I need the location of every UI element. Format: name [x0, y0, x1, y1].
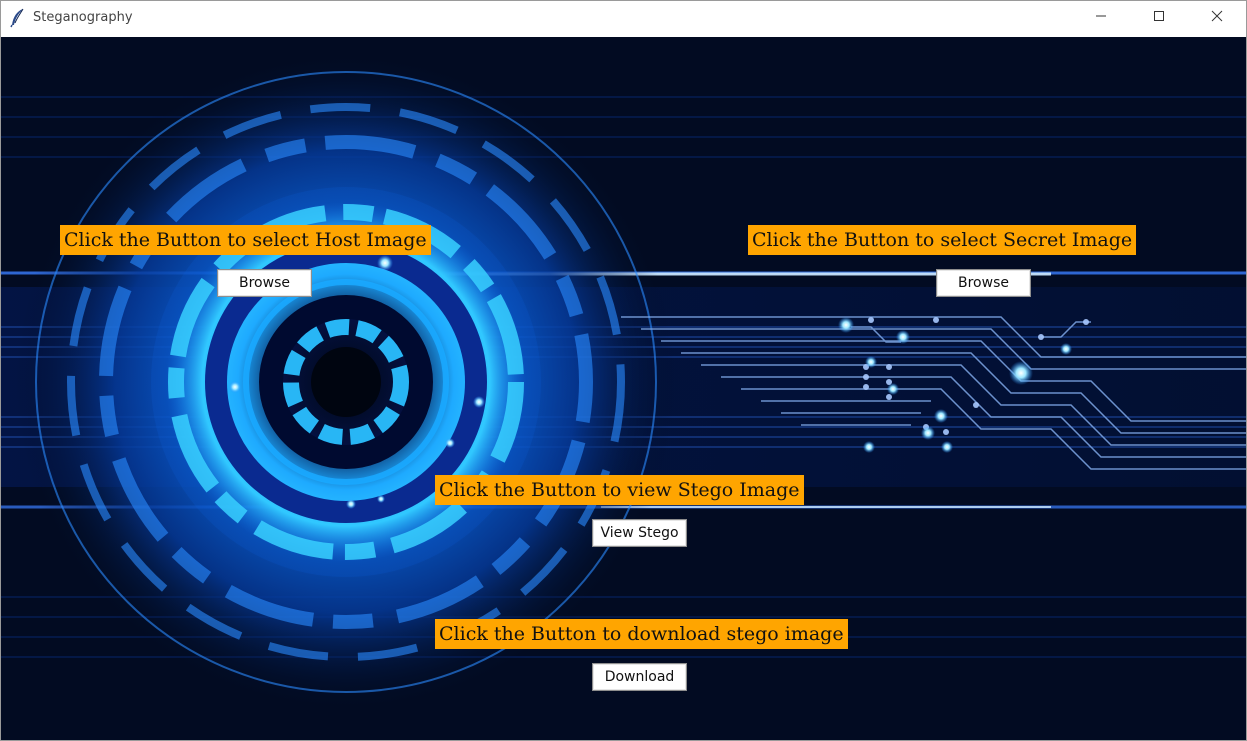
close-button[interactable]	[1194, 1, 1240, 35]
minimize-button[interactable]	[1078, 1, 1124, 35]
minimize-icon	[1095, 9, 1107, 27]
secret-browse-button[interactable]: Browse	[936, 269, 1031, 297]
secret-image-label: Click the Button to select Secret Image	[748, 225, 1137, 255]
host-image-label: Click the Button to select Host Image	[60, 225, 431, 255]
download-button[interactable]: Download	[592, 663, 687, 691]
host-browse-button[interactable]: Browse	[217, 269, 312, 297]
view-stego-button[interactable]: View Stego	[592, 519, 687, 547]
maximize-button[interactable]	[1136, 1, 1182, 35]
window-title: Steganography	[33, 10, 133, 25]
maximize-icon	[1153, 9, 1165, 27]
title-bar: Steganography	[1, 1, 1246, 37]
main-canvas: Click the Button to select Host Image Br…	[1, 37, 1246, 740]
download-label: Click the Button to download stego image	[435, 619, 848, 649]
stego-image-label: Click the Button to view Stego Image	[435, 475, 804, 505]
feather-icon	[9, 8, 27, 28]
close-icon	[1211, 9, 1223, 27]
